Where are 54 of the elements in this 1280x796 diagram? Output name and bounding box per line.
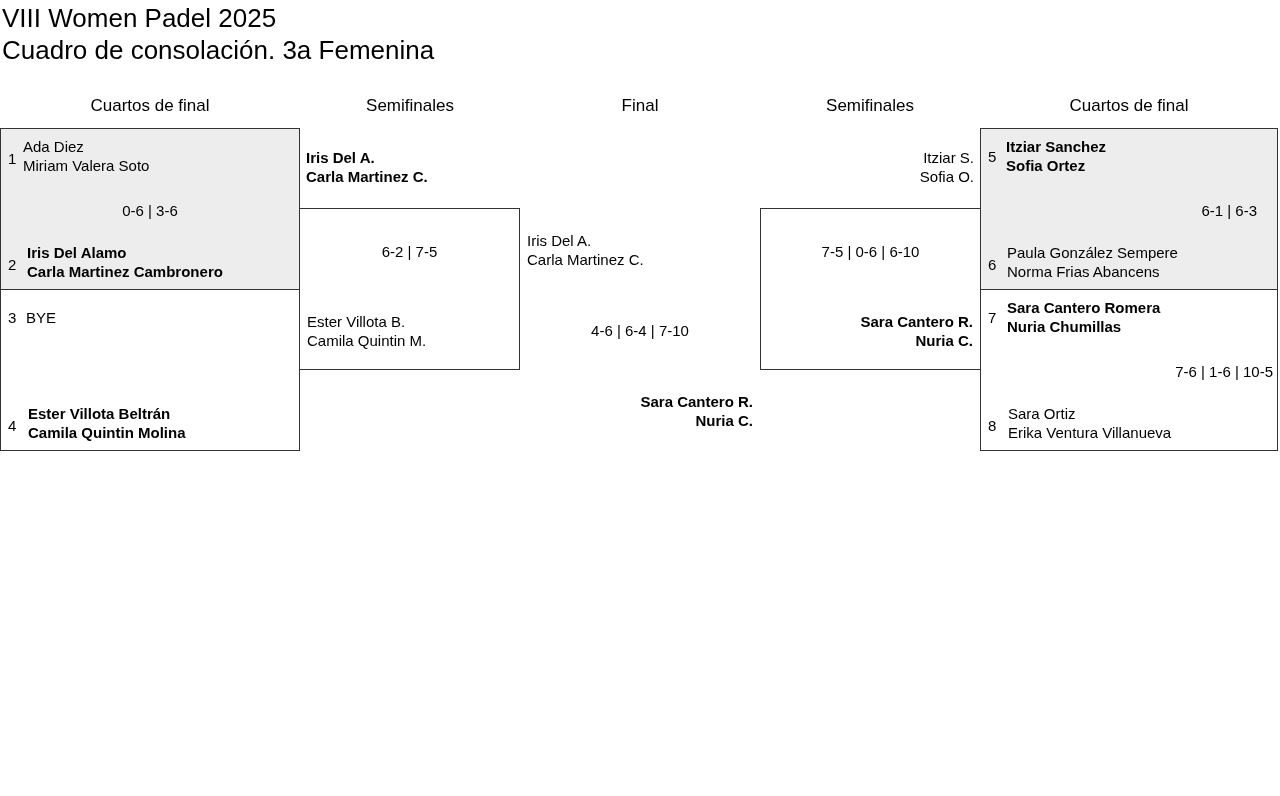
match-score: 4-6 | 6-4 | 7-10	[590, 321, 690, 340]
seed-number: 8	[988, 416, 997, 435]
seed-number: 2	[8, 255, 17, 274]
seed-number: 4	[8, 416, 17, 435]
column-heading: Cuartos de final	[1068, 96, 1190, 115]
player-name: Nuria C.	[694, 411, 753, 430]
player-name: Norma Frias Abancens	[1007, 262, 1160, 281]
seed-number: 1	[8, 149, 17, 168]
player-name: Sofia Ortez	[1006, 156, 1086, 175]
bye-entry: BYE	[26, 308, 56, 327]
player-name: Iris Del Alamo	[27, 243, 127, 262]
player-name: Erika Ventura Villanueva	[1008, 423, 1172, 442]
player-name: Paula González Sempere	[1007, 243, 1178, 262]
match-score: 0-6 | 3-6	[121, 201, 179, 220]
player-name: Sara Cantero R.	[860, 312, 973, 331]
match-score: 6-1 | 6-3	[1201, 201, 1257, 220]
column-heading: Final	[620, 96, 660, 115]
seed-number: 7	[988, 308, 997, 327]
player-name: Nuria C.	[915, 331, 973, 350]
player-name: Itziar S.	[922, 148, 974, 167]
player-name: Miriam Valera Soto	[23, 156, 150, 175]
player-name: Nuria Chumillas	[1007, 317, 1122, 336]
player-name: Ada Diez	[23, 137, 84, 156]
match-box	[299, 208, 520, 370]
player-name: Sara Cantero Romera	[1007, 298, 1161, 317]
player-name: Iris Del A.	[527, 231, 593, 250]
player-name: Carla Martinez C.	[306, 167, 428, 186]
player-name: Ester Villota B.	[307, 312, 406, 331]
player-name: Itziar Sanchez	[1006, 137, 1107, 156]
player-name: Camila Quintin M.	[307, 331, 427, 350]
seed-number: 5	[988, 147, 997, 166]
player-name: Sara Ortiz	[1008, 404, 1076, 423]
match-score: 6-2 | 7-5	[380, 242, 439, 261]
player-name: Carla Martinez C.	[527, 250, 645, 269]
column-heading: Cuartos de final	[89, 96, 211, 115]
player-name: Sofia O.	[918, 167, 974, 186]
subtitle: Cuadro de consolación. 3a Femenina	[2, 34, 435, 66]
player-name: Camila Quintin Molina	[28, 423, 186, 442]
title: VIII Women Padel 2025	[2, 2, 278, 34]
match-box	[980, 128, 1278, 290]
seed-number: 3	[8, 308, 17, 327]
match-box	[0, 289, 300, 451]
player-name: Sara Cantero R.	[639, 392, 753, 411]
match-box	[0, 128, 300, 290]
player-name: Iris Del A.	[306, 148, 375, 167]
column-heading: Semifinales	[825, 96, 915, 115]
player-name: Carla Martinez Cambronero	[27, 262, 223, 281]
match-box	[760, 208, 981, 370]
seed-number: 6	[988, 255, 997, 274]
match-score: 7-6 | 1-6 | 10-5	[1175, 362, 1273, 381]
column-heading: Semifinales	[365, 96, 455, 115]
match-score: 7-5 | 0-6 | 6-10	[820, 242, 921, 261]
player-name: Ester Villota Beltrán	[28, 404, 171, 423]
match-box	[980, 289, 1278, 451]
